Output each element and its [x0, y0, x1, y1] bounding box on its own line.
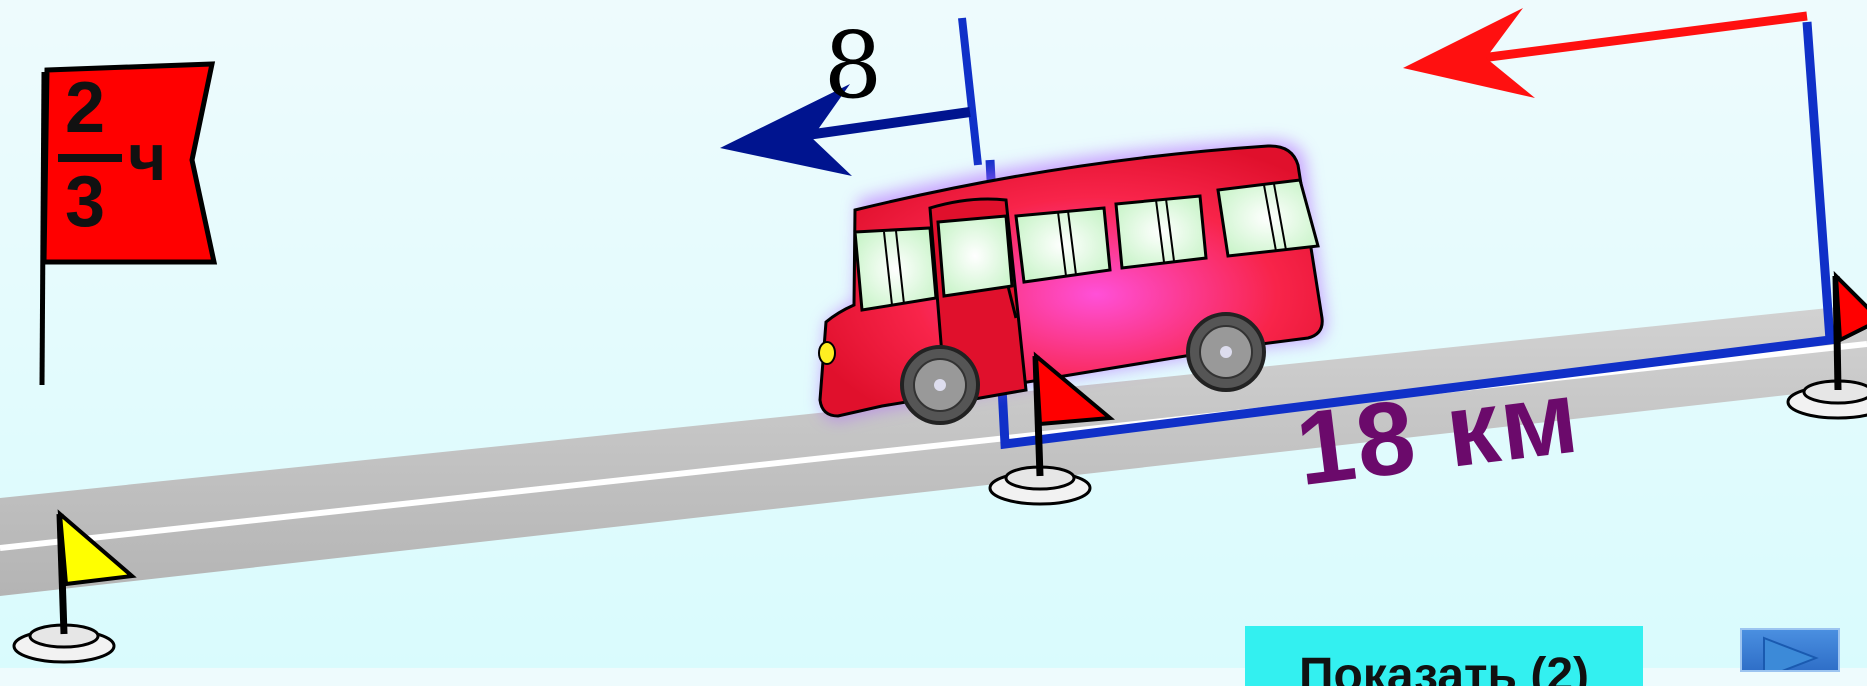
rear-wheel — [1188, 314, 1264, 390]
bus — [819, 140, 1326, 423]
time-fraction-bar — [58, 154, 122, 162]
time-label: 2 3 ч — [52, 72, 192, 252]
play-triangle-icon — [1760, 636, 1820, 672]
front-wheel — [902, 347, 978, 423]
time-numerator: 2 — [65, 72, 105, 144]
show-button[interactable]: Показать (2) — [1245, 626, 1643, 686]
time-unit: ч — [128, 124, 166, 190]
scene-canvas — [0, 0, 1867, 668]
red-arrow — [1403, 8, 1807, 98]
fraction-denominator: 8 — [818, 20, 888, 112]
next-button[interactable] — [1740, 628, 1840, 672]
time-denominator: 3 — [65, 166, 105, 238]
